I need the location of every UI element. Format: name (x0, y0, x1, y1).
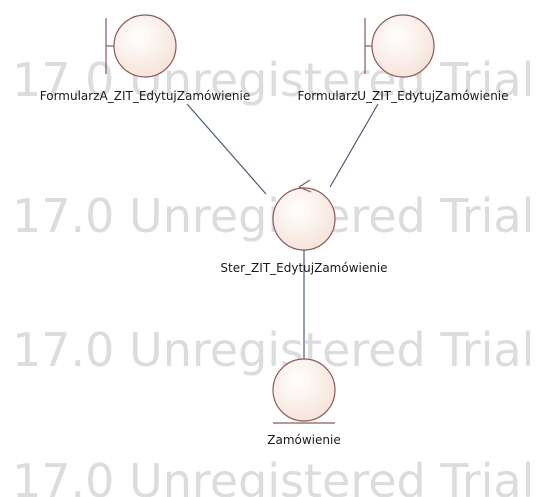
boundary-a-label: FormularzA_ZIT_EdytujZamówienie (40, 89, 250, 103)
entity-icon (272, 358, 336, 424)
control-node-ster[interactable]: Ster_ZIT_EdytujZamówienie (220, 179, 388, 275)
boundary-node-formularz-u[interactable]: FormularzU_ZIT_EdytujZamówienie (297, 14, 509, 103)
watermark-line-3: 17.0 Unregistered Trial V (12, 323, 549, 377)
control-label: Ster_ZIT_EdytujZamówienie (220, 261, 387, 275)
boundary-icon (364, 14, 435, 78)
watermark-line-1: 17.0 Unregistered Trial V (12, 53, 549, 107)
watermark-line-4: 17.0 Unregistered Trial V (12, 454, 549, 497)
connector-boundary-u-to-control[interactable] (329, 103, 379, 188)
entity-node-zamowienie[interactable]: Zamówienie (267, 358, 341, 447)
watermark: 17.0 Unregistered Trial V 17.0 Unregiste… (12, 53, 549, 497)
connector-boundary-a-to-control[interactable] (186, 103, 267, 195)
boundary-node-formularz-a[interactable]: FormularzA_ZIT_EdytujZamówienie (40, 14, 250, 103)
entity-label: Zamówienie (267, 433, 340, 447)
control-icon (272, 179, 336, 251)
boundary-icon (105, 14, 177, 78)
boundary-u-label: FormularzU_ZIT_EdytujZamówienie (297, 89, 508, 103)
connectors (186, 103, 379, 359)
